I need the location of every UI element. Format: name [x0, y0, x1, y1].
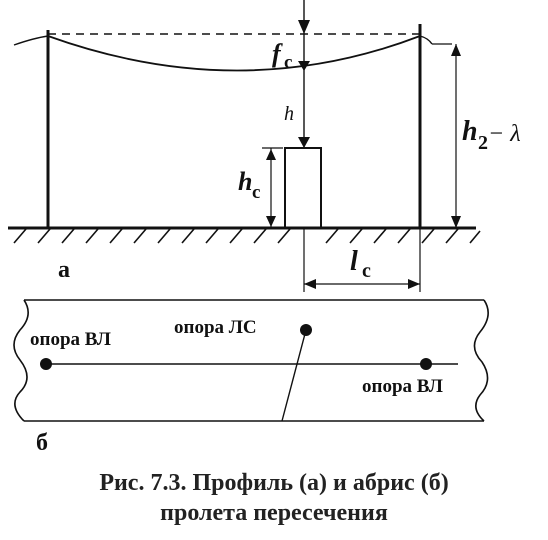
- height-formula-rest: − λ: [488, 121, 521, 147]
- height-formula-sub: 2: [478, 132, 488, 154]
- clearance-arrow-icon: [298, 137, 310, 148]
- profile-part-label: а: [58, 257, 70, 283]
- comm-support-marker: [300, 324, 312, 336]
- distance-label-sub: c: [362, 260, 371, 282]
- right-top-arrow-icon: [451, 44, 461, 56]
- plan-view: опора ВЛ опора ЛС опора ВЛ б: [13, 299, 489, 456]
- sagging-conductor: [47, 35, 421, 72]
- profile-view: f c h h c h 2 − λ l c: [8, 0, 521, 292]
- ground-hatching: [13, 228, 481, 244]
- sag-label-sub: c: [284, 52, 292, 73]
- distance-left-arrow-icon: [304, 279, 316, 289]
- chord-arrow-icon: [298, 20, 310, 34]
- comm-line-axis: [281, 329, 307, 422]
- right-bottom-arrow-icon: [451, 216, 461, 228]
- caption-line-2: пролета пересечения: [160, 500, 388, 526]
- distance-label: l c: [350, 246, 371, 282]
- figure-caption: Рис. 7.3. Профиль (а) и абрис (б) пролет…: [0, 468, 548, 528]
- obstacle-top-arrow-icon: [266, 149, 276, 160]
- distance-label-main: l: [350, 246, 358, 277]
- height-formula-main: h: [462, 116, 478, 147]
- comm-support-label: опора ЛС: [174, 317, 257, 338]
- obstacle-height-sub: c: [252, 182, 260, 203]
- obstacle-rect: [284, 147, 322, 229]
- plan-part-label: б: [36, 430, 48, 456]
- plan-left-break: [13, 299, 29, 422]
- clearance-label: h: [284, 103, 294, 125]
- plan-right-break: [473, 299, 489, 422]
- sag-label: f c: [272, 39, 292, 73]
- obstacle-height-label: h c: [238, 167, 260, 203]
- caption-line-1: Рис. 7.3. Профиль (а) и абрис (б): [99, 470, 449, 496]
- obstacle-height-main: h: [238, 167, 252, 196]
- left-support-label: опора ВЛ: [30, 329, 111, 350]
- sag-arrow-icon: [298, 61, 310, 71]
- right-support-tip: [419, 35, 433, 45]
- right-support-label: опора ВЛ: [362, 376, 443, 397]
- obstacle-bottom-arrow-icon: [266, 216, 276, 227]
- right-support-marker: [420, 358, 432, 370]
- distance-right-arrow-icon: [408, 279, 420, 289]
- left-support-tip: [13, 35, 49, 46]
- height-formula-label: h 2 − λ: [462, 116, 521, 154]
- left-support-marker: [40, 358, 52, 370]
- sag-label-main: f: [272, 39, 283, 68]
